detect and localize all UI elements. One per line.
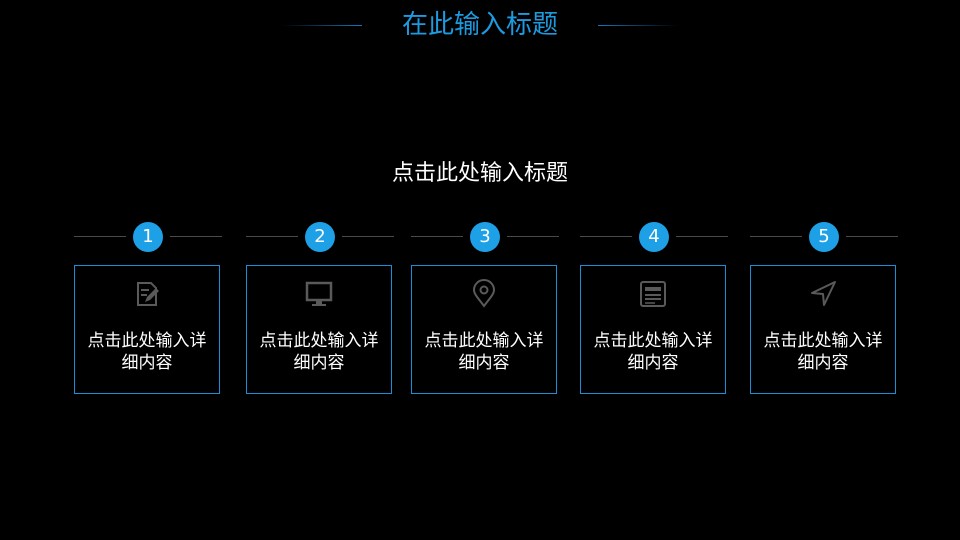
step-line-right (676, 236, 728, 237)
step-line-left (74, 236, 126, 237)
step-line-right (507, 236, 559, 237)
page-title[interactable]: 在此输入标题 (401, 10, 558, 40)
step-4: 4 点击此处输入详细内容 (580, 220, 728, 396)
step-number-badge: 4 (639, 222, 669, 252)
monitor-icon (305, 281, 333, 306)
step-text[interactable]: 点击此处输入详细内容 (763, 331, 883, 373)
step-line-left (750, 236, 802, 237)
title-decor-line-left (282, 25, 362, 26)
step-1: 1 点击此处输入详细内容 (74, 220, 222, 396)
step-line-left (411, 236, 463, 237)
step-card[interactable]: 点击此处输入详细内容 (411, 265, 557, 394)
step-3: 3 点击此处输入详细内容 (411, 220, 559, 396)
step-text[interactable]: 点击此处输入详细内容 (87, 331, 207, 373)
step-5: 5 点击此处输入详细内容 (750, 220, 898, 396)
step-card[interactable]: 点击此处输入详细内容 (580, 265, 726, 394)
step-number-badge: 5 (809, 222, 839, 252)
step-text[interactable]: 点击此处输入详细内容 (424, 331, 544, 373)
step-card[interactable]: 点击此处输入详细内容 (74, 265, 220, 394)
subtitle[interactable]: 点击此处输入标题 (391, 161, 568, 186)
navigation-arrow-icon (811, 281, 836, 306)
newspaper-icon (640, 281, 666, 307)
location-pin-icon (472, 279, 496, 308)
step-card[interactable]: 点击此处输入详细内容 (750, 265, 896, 394)
step-number-badge: 1 (133, 222, 163, 252)
step-line-left (580, 236, 632, 237)
title-bar: 在此输入标题 (0, 0, 960, 50)
step-line-left (246, 236, 298, 237)
step-line-right (342, 236, 394, 237)
title-decor-line-right (598, 25, 678, 26)
step-2: 2 点击此处输入详细内容 (246, 220, 394, 396)
step-line-right (170, 236, 222, 237)
step-text[interactable]: 点击此处输入详细内容 (259, 331, 379, 373)
step-text[interactable]: 点击此处输入详细内容 (593, 331, 713, 373)
step-number-badge: 3 (470, 222, 500, 252)
step-line-right (846, 236, 898, 237)
step-card[interactable]: 点击此处输入详细内容 (246, 265, 392, 394)
edit-document-icon (137, 282, 159, 306)
step-number-badge: 2 (305, 222, 335, 252)
